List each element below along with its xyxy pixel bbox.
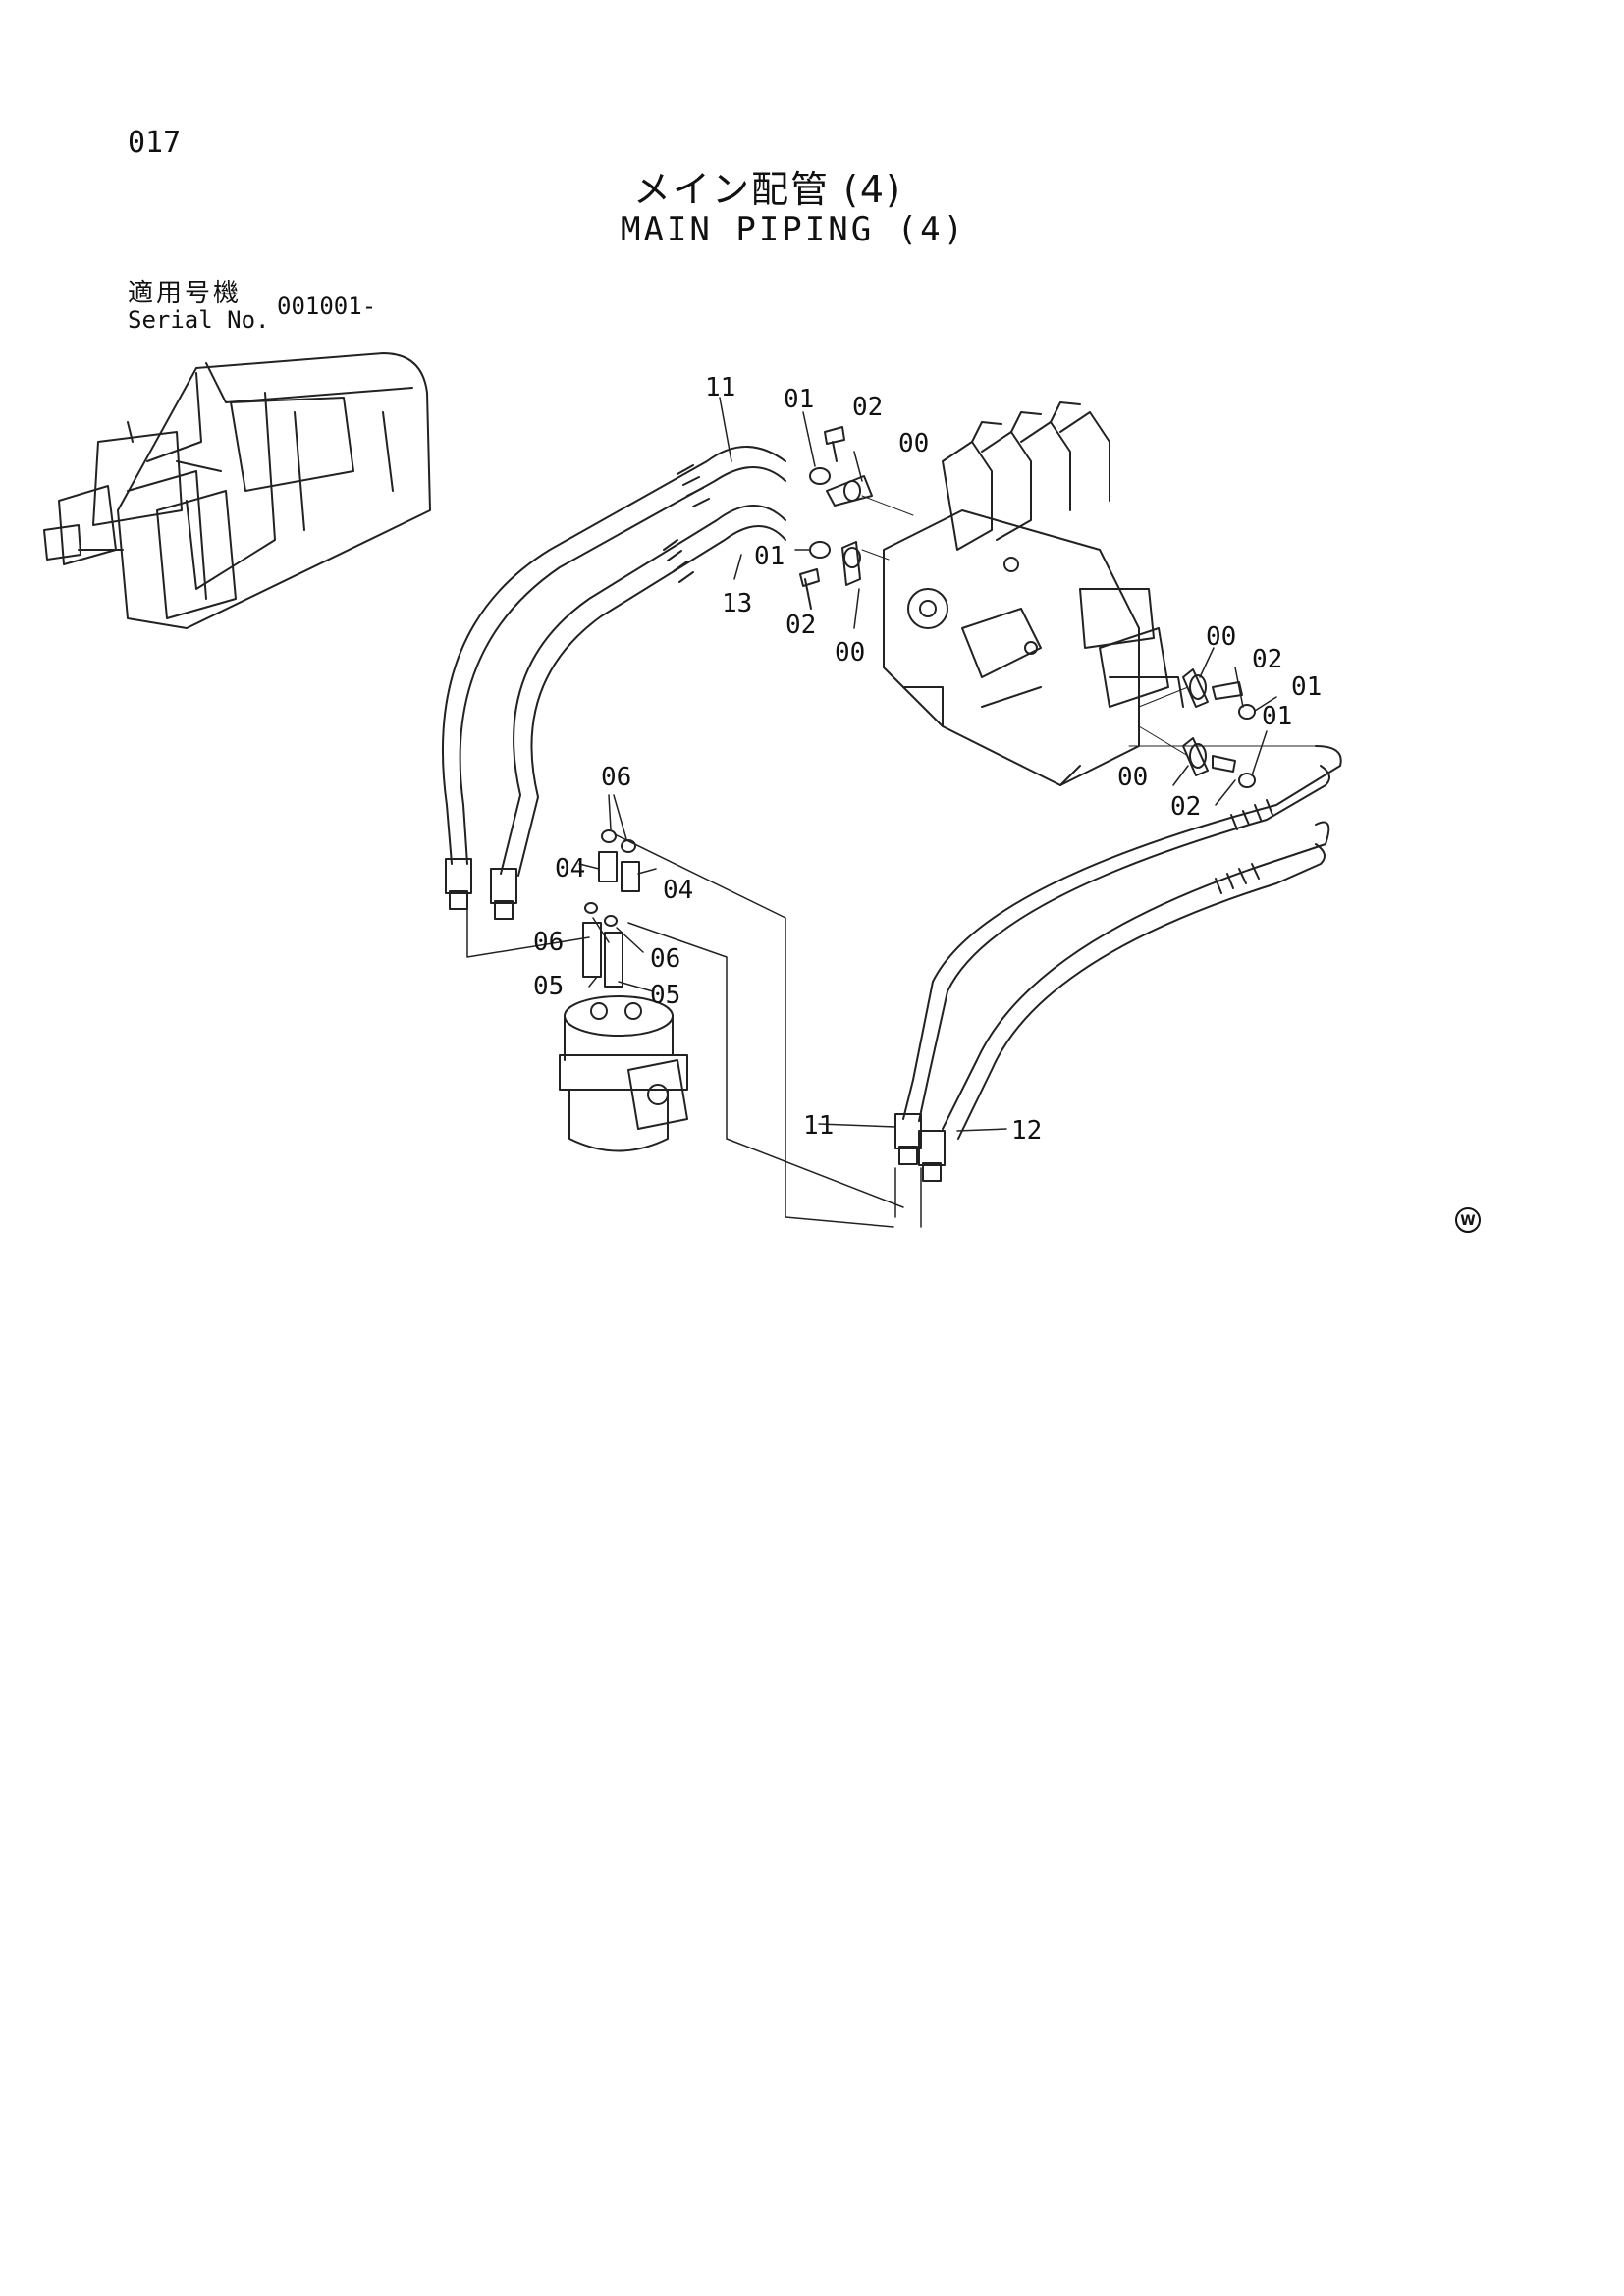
callout-01-mid: 01 [754,542,785,571]
callout-06-left: 06 [533,928,564,957]
callout-02-r1: 02 [1252,645,1282,674]
callout-05-left: 05 [533,972,564,1001]
swivel-joint [559,995,688,1152]
callout-11-bottom: 11 [803,1111,834,1141]
excavator-locator [43,352,431,629]
callout-06-top: 06 [601,763,631,792]
callout-04-left: 04 [555,854,585,883]
callout-11-top: 11 [705,373,735,402]
route-lines [466,833,922,1228]
callout-12: 12 [1011,1116,1042,1146]
parts-diagram: 11 01 02 00 01 13 02 00 00 02 01 00 01 0… [43,352,1342,1228]
callout-01-r2: 01 [1262,702,1292,731]
callout-00-mid: 00 [835,638,865,667]
callout-02-r2: 02 [1170,792,1201,822]
hose-13 [490,505,786,920]
callout-02-mid: 02 [785,611,816,640]
callout-04-right: 04 [663,876,693,905]
w-mark-text: W [1460,1213,1475,1229]
callout-00-r2: 00 [1117,763,1148,792]
callout-labels: 11 01 02 00 01 13 02 00 00 02 01 00 01 0… [533,373,1322,1146]
callout-13: 13 [722,589,752,618]
hose-11 [441,446,786,910]
fitting-set [582,794,640,988]
callout-00-r1: 00 [1206,622,1236,652]
hose-12 [918,821,1330,1182]
w-circle-icon: W [1455,1207,1481,1233]
page-title-ja: メイン配管 (4) [633,168,902,211]
callout-01-top: 01 [784,385,814,414]
control-valve [883,401,1184,786]
callout-01-r1: 01 [1291,672,1322,702]
callout-02-top: 02 [852,393,883,422]
hose-11-right [894,745,1342,1165]
serial-label-ja: 適用号機 [128,279,243,308]
leader-lines [578,397,1277,1132]
page-number: 017 [128,126,182,160]
flange-set-right [1128,668,1317,788]
callout-06-right: 06 [650,944,680,974]
callout-05-right: 05 [650,981,680,1010]
flange-set-top [799,426,914,610]
serial-label-en: Serial No. [128,306,270,334]
callout-00-top: 00 [898,429,929,458]
serial-value: 001001- [277,293,377,320]
page-title-en: MAIN PIPING (4) [621,210,967,249]
